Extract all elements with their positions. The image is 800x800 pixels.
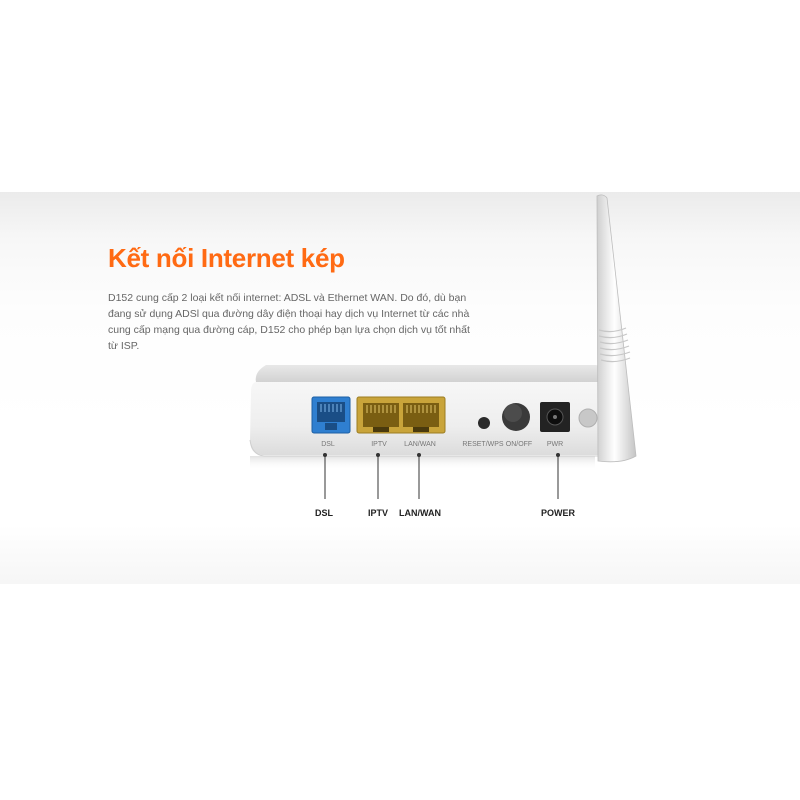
power-callout-dot	[556, 453, 560, 457]
lanwan-callout-dot	[417, 453, 421, 457]
reset-wps-button	[478, 417, 490, 429]
dsl-callout-label: DSL	[315, 508, 333, 518]
iptv-callout-dot	[376, 453, 380, 457]
section-title: Kết nối Internet kép	[108, 243, 345, 273]
antenna-mount	[578, 408, 598, 428]
power-callout-label: POWER	[540, 508, 576, 518]
section-description: D152 cung cấp 2 loại kết nối internet: A…	[108, 292, 470, 352]
reset-wps-label: RESET/WPS	[462, 441, 504, 448]
power-jack	[540, 402, 570, 432]
dsl-port-label: DSL	[321, 441, 335, 448]
ethernet-ports	[356, 396, 446, 434]
iptv-callout-label: IPTV	[367, 508, 389, 518]
antenna	[596, 194, 637, 463]
dsl-callout-dot	[323, 453, 327, 457]
iptv-port-label: IPTV	[371, 441, 387, 448]
dsl-port	[311, 396, 351, 434]
power-switch	[502, 403, 530, 431]
lanwan-callout-label: LAN/WAN	[399, 508, 441, 518]
pwr-label: PWR	[547, 441, 563, 448]
lanwan-port-label: LAN/WAN	[404, 441, 436, 448]
onoff-label: ON/OFF	[506, 441, 532, 448]
router-shadow	[250, 456, 595, 470]
